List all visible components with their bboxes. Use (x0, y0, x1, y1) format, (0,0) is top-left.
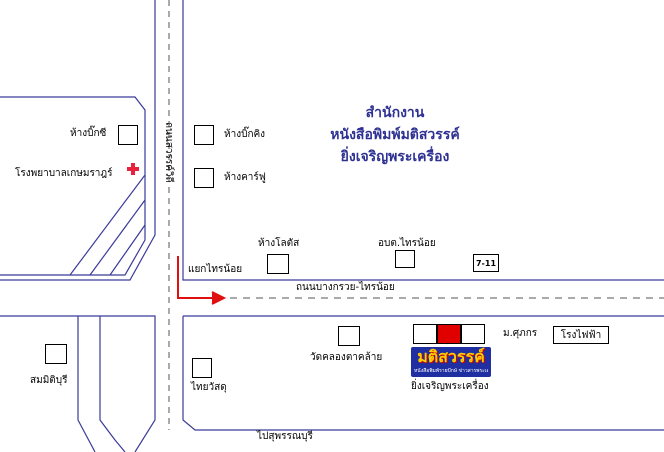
main-road-label: ถนนบางกรวย-ไทรน้อย (296, 282, 395, 293)
samitivej-label: สมมิติบุรี (30, 375, 68, 386)
mor-sukkor-label: ม.ศุภกร (503, 328, 538, 339)
junction-label: แยกไทรน้อย (188, 264, 243, 275)
red-arrow-icon (177, 256, 227, 305)
samitivej-marker (45, 344, 67, 364)
matisawan-logo: มติสวรรค์ หนังสือพิมพ์รายปักษ์ ข่าวสารพร… (411, 347, 491, 377)
thai-watsadu-marker (192, 358, 212, 378)
big-king-label: ห้างบิ๊กคิง (224, 129, 266, 140)
to-suphanburi-label: ไปสุพรรณบุรี (257, 431, 313, 442)
carrefour-label: ห้างคาร์ฟู (224, 172, 266, 183)
red-cross-icon (127, 163, 139, 175)
title-line-2: หนังสือพิมพ์มติสวรรค์ (330, 127, 460, 143)
big-c-label: ห้างบิ๊กซี (70, 128, 107, 139)
shop-box-right (461, 324, 485, 344)
lotus-label: ห้างโลตัส (258, 238, 300, 249)
logo-sub-text: หนังสือพิมพ์รายปักษ์ ข่าวสารพระเครื่อง (414, 368, 488, 374)
power-station-sign: โรงไฟฟ้า (553, 326, 609, 344)
hospital-label: โรงพยาบาลเกษมราฎร์ (15, 168, 113, 179)
shop-caption: ยิ่งเจริญพระเครื่อง (411, 381, 489, 392)
logo-main-text: มติสวรรค์ (417, 347, 485, 366)
office-title: สำนักงาน หนังสือพิมพ์มติสวรรค์ ยิ่งเจริญ… (290, 102, 500, 168)
district-office-label: อบต.ไทรน้อย (378, 238, 436, 249)
carrefour-marker (194, 168, 214, 188)
district-office-marker (395, 250, 415, 268)
thai-watsadu-label: ไทยวัสดุ (191, 382, 227, 393)
wat-khlong-label: วัดคลองตาคล้าย (310, 352, 383, 363)
big-c-marker (118, 125, 138, 145)
wat-khlong-marker (338, 326, 360, 346)
seven-eleven-badge: 7-11 (473, 254, 499, 272)
title-line-3: ยิ่งเจริญพระเครื่อง (340, 149, 450, 165)
vertical-road-label: ถนนสวรรค์วิถี (163, 122, 174, 183)
big-king-marker (194, 125, 214, 145)
title-line-1: สำนักงาน (365, 105, 425, 121)
shop-box-highlight (437, 324, 461, 344)
lotus-marker (267, 254, 289, 274)
shop-box-left (413, 324, 437, 344)
